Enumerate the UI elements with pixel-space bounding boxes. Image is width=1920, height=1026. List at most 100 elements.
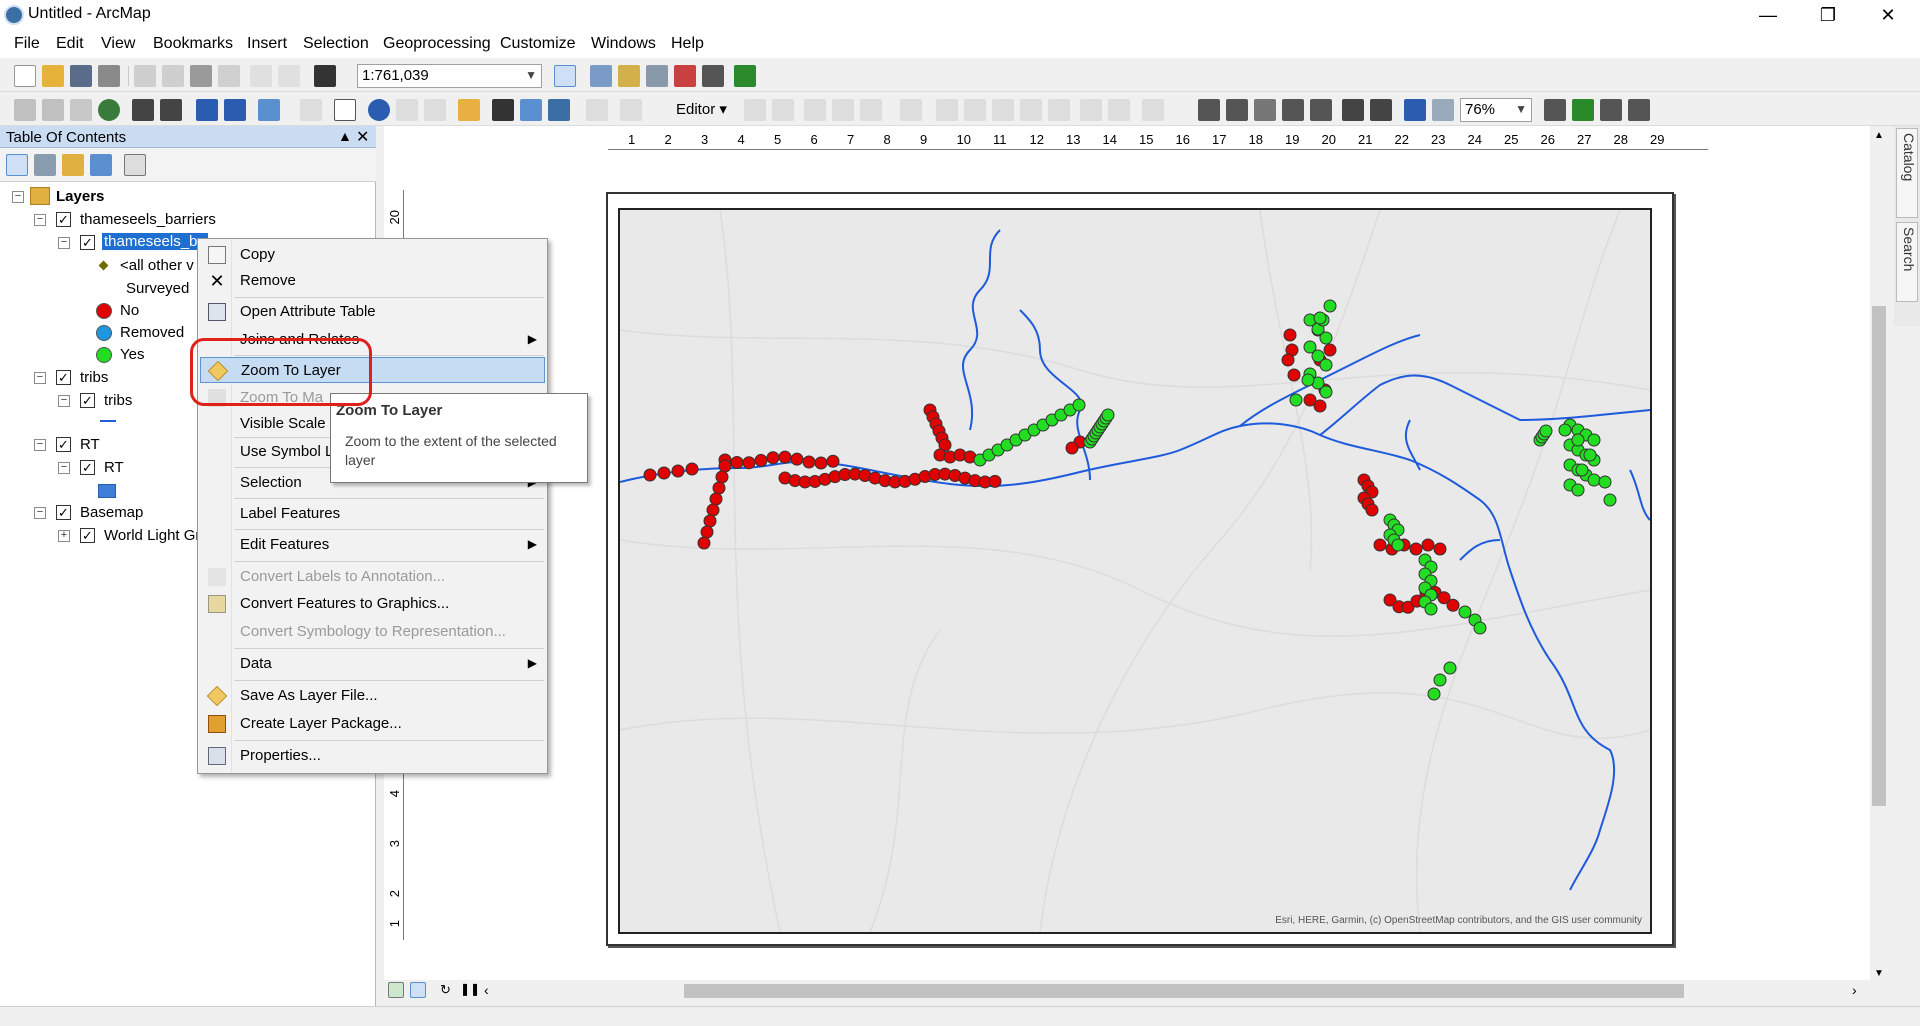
scroll-left-icon[interactable]: ‹ bbox=[484, 982, 489, 998]
menu-item-convert-features-to-graphics[interactable]: Convert Features to Graphics... bbox=[200, 591, 545, 617]
menu-bookmarks[interactable]: Bookmarks bbox=[153, 35, 234, 52]
attributes-icon[interactable] bbox=[1080, 99, 1102, 121]
menu-item-convert-labels[interactable]: Convert Labels to Annotation... bbox=[200, 564, 545, 590]
fixed-zoom-in-layout-icon[interactable] bbox=[1342, 99, 1364, 121]
change-layout-icon[interactable] bbox=[1600, 99, 1622, 121]
menu-item-visible-scale-range[interactable]: Visible Scale R bbox=[240, 415, 341, 432]
visibility-checkbox[interactable]: ✓ bbox=[80, 528, 95, 543]
toggle-draft-mode-icon[interactable] bbox=[1544, 99, 1566, 121]
forward-extent-icon[interactable] bbox=[224, 99, 246, 121]
menu-edit[interactable]: Edit bbox=[56, 35, 84, 52]
menu-help[interactable]: Help bbox=[671, 35, 704, 52]
menu-windows[interactable]: Windows bbox=[591, 35, 656, 52]
menu-selection[interactable]: Selection bbox=[303, 35, 369, 52]
cut-icon[interactable] bbox=[134, 65, 156, 87]
data-view-icon[interactable] bbox=[388, 982, 404, 998]
visibility-checkbox[interactable]: ✓ bbox=[56, 370, 71, 385]
menu-item-data[interactable]: Data ▶ bbox=[240, 655, 537, 672]
zoom-whole-page-icon[interactable] bbox=[1282, 99, 1304, 121]
layers-root[interactable]: − Layers bbox=[12, 186, 312, 208]
zoom-100-icon[interactable] bbox=[1310, 99, 1332, 121]
menu-item-remove[interactable]: ✕ Remove bbox=[209, 271, 296, 291]
menu-geoprocessing[interactable]: Geoprocessing bbox=[383, 35, 491, 52]
create-viewer-icon[interactable] bbox=[620, 99, 642, 121]
scroll-down-icon[interactable]: ▼ bbox=[1874, 968, 1884, 979]
collapse-icon[interactable]: − bbox=[58, 462, 70, 474]
scroll-right-icon[interactable]: › bbox=[1852, 982, 1857, 998]
fixed-zoom-in-icon[interactable] bbox=[132, 99, 154, 121]
toolbox-icon[interactable] bbox=[674, 65, 696, 87]
modelbuilder-icon[interactable] bbox=[734, 65, 756, 87]
collapse-icon[interactable]: − bbox=[58, 237, 70, 249]
redo-icon[interactable] bbox=[278, 65, 300, 87]
visibility-checkbox[interactable]: ✓ bbox=[80, 235, 95, 250]
horizontal-scrollbar[interactable]: ↻ ❚❚ ‹ › bbox=[384, 980, 1870, 1002]
split-icon[interactable] bbox=[1020, 99, 1042, 121]
reshape-icon[interactable] bbox=[964, 99, 986, 121]
zoom-in-icon[interactable] bbox=[14, 99, 36, 121]
collapse-icon[interactable]: − bbox=[34, 507, 46, 519]
layout-zoom-in-icon[interactable] bbox=[1198, 99, 1220, 121]
restore-button[interactable]: ❐ bbox=[1819, 5, 1837, 25]
menu-item-zoom-to-layer[interactable]: Zoom To Layer bbox=[200, 357, 545, 383]
layout-pan-icon[interactable] bbox=[1254, 99, 1276, 121]
sketch-properties-icon[interactable] bbox=[1108, 99, 1130, 121]
cut-polygons-icon[interactable] bbox=[992, 99, 1014, 121]
copy-icon[interactable] bbox=[162, 65, 184, 87]
catalog-tab[interactable]: Catalog bbox=[1896, 128, 1918, 218]
scrollbar-thumb[interactable] bbox=[1872, 306, 1886, 806]
select-elements-icon[interactable] bbox=[334, 99, 356, 121]
refresh-icon[interactable]: ↻ bbox=[440, 982, 451, 997]
menu-item-properties[interactable]: Properties... bbox=[200, 743, 545, 769]
layer-thameseels-selected[interactable]: − ✓ thameseels_ba bbox=[58, 232, 358, 254]
pan-icon[interactable] bbox=[70, 99, 92, 121]
close-button[interactable]: ✕ bbox=[1880, 5, 1896, 25]
search-tab[interactable]: Search bbox=[1896, 222, 1918, 302]
select-features-icon[interactable] bbox=[258, 99, 280, 121]
collapse-icon[interactable]: − bbox=[58, 395, 70, 407]
list-by-drawing-order-icon[interactable] bbox=[6, 154, 28, 176]
layer-group-thameseels[interactable]: − ✓ thameseels_barriers bbox=[34, 209, 334, 231]
visibility-checkbox[interactable]: ✓ bbox=[56, 212, 71, 227]
endpoint-arc-icon[interactable] bbox=[832, 99, 854, 121]
python-window-icon[interactable] bbox=[702, 65, 724, 87]
menu-file[interactable]: File bbox=[14, 35, 40, 52]
fixed-zoom-out-layout-icon[interactable] bbox=[1370, 99, 1392, 121]
layout-zoom-out-icon[interactable] bbox=[1226, 99, 1248, 121]
layer-group-basemap[interactable]: − ✓ Basemap bbox=[34, 502, 234, 524]
zoom-out-icon[interactable] bbox=[42, 99, 64, 121]
menu-view[interactable]: View bbox=[101, 35, 136, 52]
layout-back-icon[interactable] bbox=[1404, 99, 1426, 121]
new-document-icon[interactable] bbox=[14, 65, 36, 87]
expand-icon[interactable]: + bbox=[58, 530, 70, 542]
catalog-window-icon[interactable] bbox=[618, 65, 640, 87]
rotate-icon[interactable] bbox=[1048, 99, 1070, 121]
visibility-checkbox[interactable]: ✓ bbox=[56, 437, 71, 452]
layout-zoom-combo[interactable]: 76% ▼ bbox=[1460, 98, 1532, 122]
add-data-icon[interactable] bbox=[314, 65, 336, 87]
layout-forward-icon[interactable] bbox=[1432, 99, 1454, 121]
hyperlink-icon[interactable] bbox=[396, 99, 418, 121]
point-icon[interactable] bbox=[900, 99, 922, 121]
scale-combo[interactable]: 1:761,039 ▼ bbox=[357, 64, 542, 88]
menu-item-convert-symbology[interactable]: Convert Symbology to Representation... bbox=[240, 623, 506, 640]
editor-menu[interactable]: Editor ▾ bbox=[676, 101, 727, 118]
menu-item-label-features[interactable]: Label Features bbox=[240, 505, 341, 522]
create-features-icon[interactable] bbox=[1142, 99, 1164, 121]
open-icon[interactable] bbox=[42, 65, 64, 87]
menu-item-copy[interactable]: Copy bbox=[200, 242, 545, 268]
collapse-icon[interactable]: − bbox=[34, 372, 46, 384]
edit-vertices-icon[interactable] bbox=[936, 99, 958, 121]
layer-group-tribs[interactable]: − ✓ tribs bbox=[34, 367, 234, 389]
straight-segment-icon[interactable] bbox=[804, 99, 826, 121]
full-extent-icon[interactable] bbox=[98, 99, 120, 121]
list-by-visibility-icon[interactable] bbox=[62, 154, 84, 176]
toc-window-icon[interactable] bbox=[590, 65, 612, 87]
list-by-source-icon[interactable] bbox=[34, 154, 56, 176]
data-driven-pages-icon[interactable] bbox=[1628, 99, 1650, 121]
layer-world-light-gray[interactable]: + ✓ World Light Gr bbox=[58, 525, 258, 547]
menu-item-zoom-to-make-visible[interactable]: Zoom To Ma bbox=[200, 385, 545, 411]
visibility-checkbox[interactable]: ✓ bbox=[56, 505, 71, 520]
editor-toolbar-icon[interactable] bbox=[554, 65, 576, 87]
layout-view-icon[interactable] bbox=[410, 982, 426, 998]
